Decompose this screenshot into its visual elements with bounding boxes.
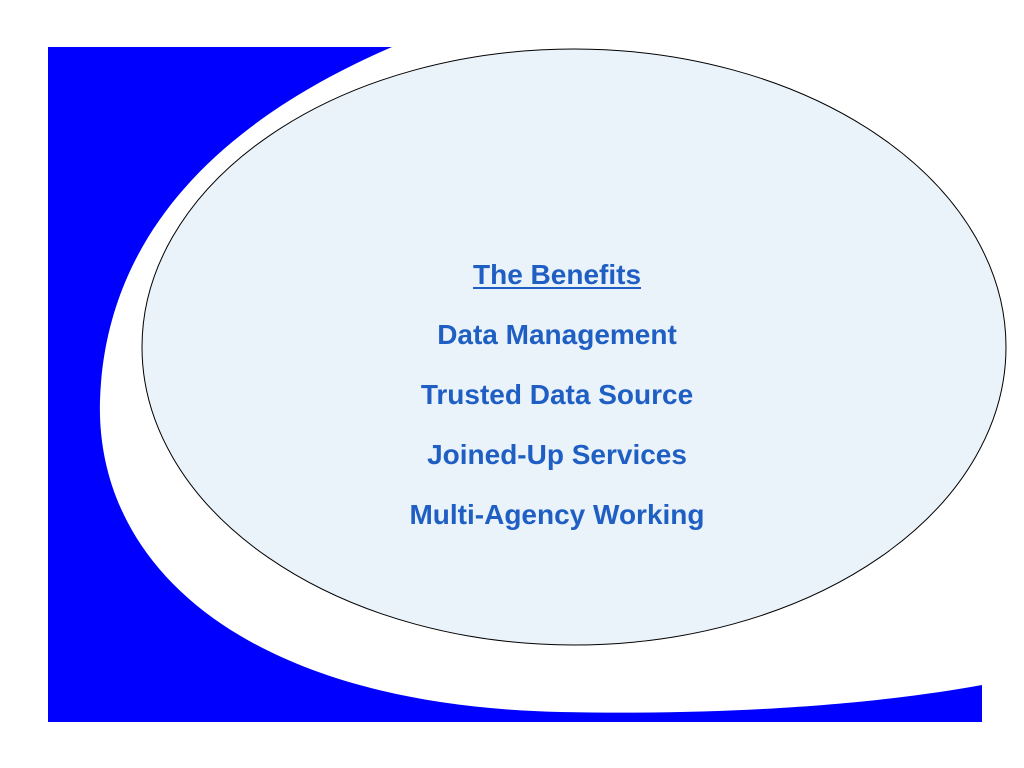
benefits-heading: The Benefits <box>472 259 642 290</box>
benefit-item-data-management: Data Management <box>437 318 677 350</box>
blue-corner-shape <box>48 47 982 722</box>
benefit-item-trusted-data-source: Trusted Data Source <box>420 378 694 410</box>
benefit-item-joined-up-services: Joined-Up Services <box>427 438 687 470</box>
benefit-item-multi-agency-working: Multi-Agency Working <box>409 498 705 530</box>
benefits-text-block: The Benefits Data Management Trusted Dat… <box>270 258 844 558</box>
center-ellipse <box>141 48 1007 646</box>
